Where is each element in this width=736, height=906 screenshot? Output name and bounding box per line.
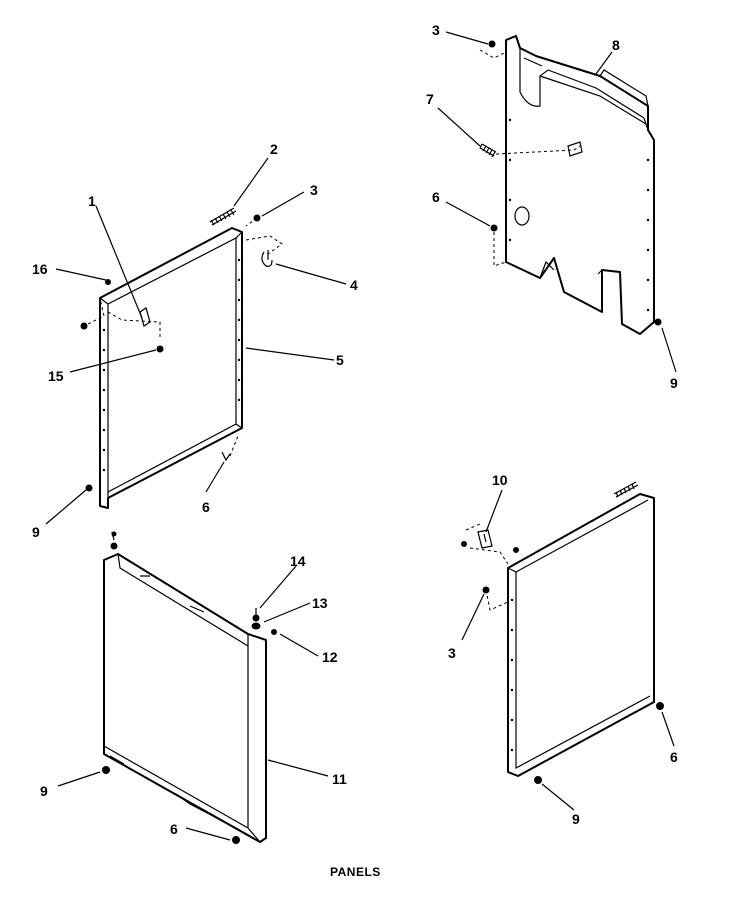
latch-icon [107,307,161,340]
screw-icon [482,586,509,611]
spring-icon [613,481,639,498]
screw-icon [102,766,110,774]
spring-icon [479,141,583,158]
back-panel [505,35,655,335]
screw-icon [534,776,542,784]
back-panel-assembly: 3 8 7 6 9 [426,22,678,391]
callout-3: 3 [310,182,318,198]
callout-6: 6 [670,749,678,765]
callout-1: 1 [88,193,96,209]
callout-4: 4 [350,277,358,293]
screw-icon [221,435,239,462]
callout-10: 10 [492,472,508,488]
left-side-panel [103,553,267,843]
diagram-caption: PANELS [330,865,381,879]
screw-icon [245,214,261,227]
panel-rivets [510,598,514,752]
callout-12: 12 [322,649,338,665]
left-side-panel-assembly: 14 13 12 11 9 6 [40,531,347,844]
screw-icon [110,531,118,550]
callout-3: 3 [432,22,440,38]
front-frame-inner-edge [107,237,237,493]
panel-rivets [508,118,650,312]
callout-16: 16 [32,261,48,277]
callout-9: 9 [32,524,40,540]
callout-6: 6 [432,189,440,205]
callout-3: 3 [448,645,456,661]
screw-icon [232,836,240,844]
callout-14: 14 [290,553,306,569]
spring-icon [209,207,237,226]
screw-icon [251,608,277,635]
callout-8: 8 [612,37,620,53]
frame-rivets [102,258,241,472]
callout-2: 2 [270,141,278,157]
callout-6: 6 [202,499,210,515]
screw-icon [85,484,93,492]
callout-6: 6 [170,821,178,837]
clip-icon [245,235,283,267]
front-frame-assembly: 1 2 3 4 5 6 9 15 16 [32,141,358,540]
callout-7: 7 [426,91,434,107]
right-side-panel [507,493,655,777]
bracket-icon [461,523,519,565]
right-side-panel-assembly: 10 3 6 9 [448,472,678,827]
front-frame [99,227,243,509]
screw-icon [80,279,164,353]
callout-9: 9 [40,783,48,799]
screw-icon [656,702,664,710]
callout-9: 9 [670,375,678,391]
callout-13: 13 [312,595,328,611]
screw-icon [654,318,662,326]
screw-icon [490,224,507,267]
callout-11: 11 [332,771,347,787]
screw-icon [479,40,507,59]
callout-15: 15 [48,368,64,384]
callout-5: 5 [336,352,344,368]
callout-9: 9 [572,811,580,827]
